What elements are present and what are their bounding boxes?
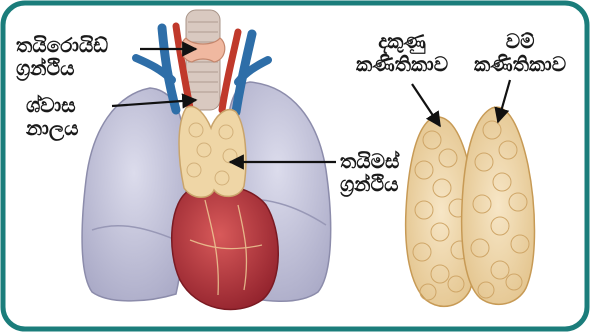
right-lobe-label: දකුණු කණිතිකාව [356, 30, 448, 76]
thymus-label-line2: ග්‍රන්ථිය [340, 173, 399, 196]
right-lobe-label-line2: කණිතිකාව [356, 53, 448, 76]
thyroid-label: තයිරොයිඩ් ග්‍රන්ථිය [16, 34, 108, 80]
left-lobe-label-line2: කණිතිකාව [474, 53, 566, 76]
thymus-label-line1: තයිමස් [340, 150, 399, 173]
left-lobe-label-line1: වම් [474, 30, 566, 53]
left-lobe-label: වම් කණිතිකාව [474, 30, 566, 76]
thyroid-label-line1: තයිරොයිඩ් [16, 34, 108, 57]
heart [172, 185, 279, 310]
thyroid-label-line2: ග්‍රන්ථිය [16, 57, 108, 80]
thymus-label: තයිමස් ග්‍රන්ථිය [340, 150, 399, 196]
trachea-label-line1: ශ්වාස [26, 94, 78, 117]
right-lobe-label-line1: දකුණු [356, 30, 448, 53]
trachea-label-line2: නාලය [26, 117, 78, 140]
trachea-label: ශ්වාස නාලය [26, 94, 78, 140]
